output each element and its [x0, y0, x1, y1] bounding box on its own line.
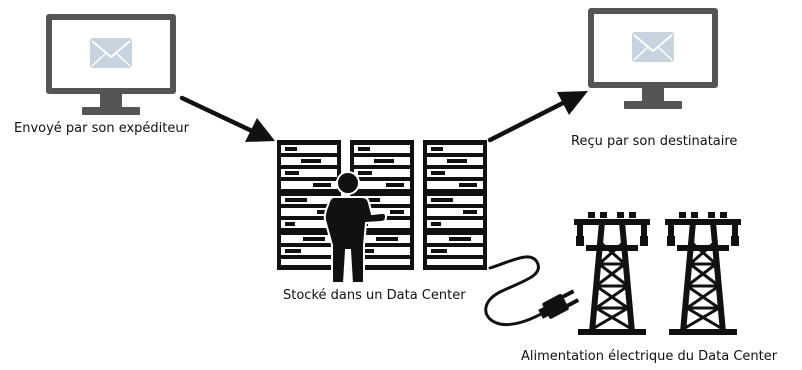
person-icon: [323, 171, 388, 284]
power-label: Alimentation électrique du Data Center: [521, 349, 778, 364]
recipient-computer-icon: [587, 7, 719, 110]
recipient-label: Reçu par son destinataire: [571, 134, 738, 149]
power-cable: [484, 255, 550, 327]
power-plug-icon: [538, 289, 580, 319]
server-racks-icon: [277, 140, 487, 270]
arrow-sender-to-datacenter: [179, 95, 275, 142]
electricity-pylons-icon: [574, 212, 741, 332]
sender-label: Envoyé par son expéditeur: [14, 121, 189, 136]
arrow-datacenter-to-recipient: [487, 91, 588, 143]
sender-computer-icon: [45, 13, 177, 116]
datacenter-label: Stocké dans un Data Center: [283, 288, 466, 303]
